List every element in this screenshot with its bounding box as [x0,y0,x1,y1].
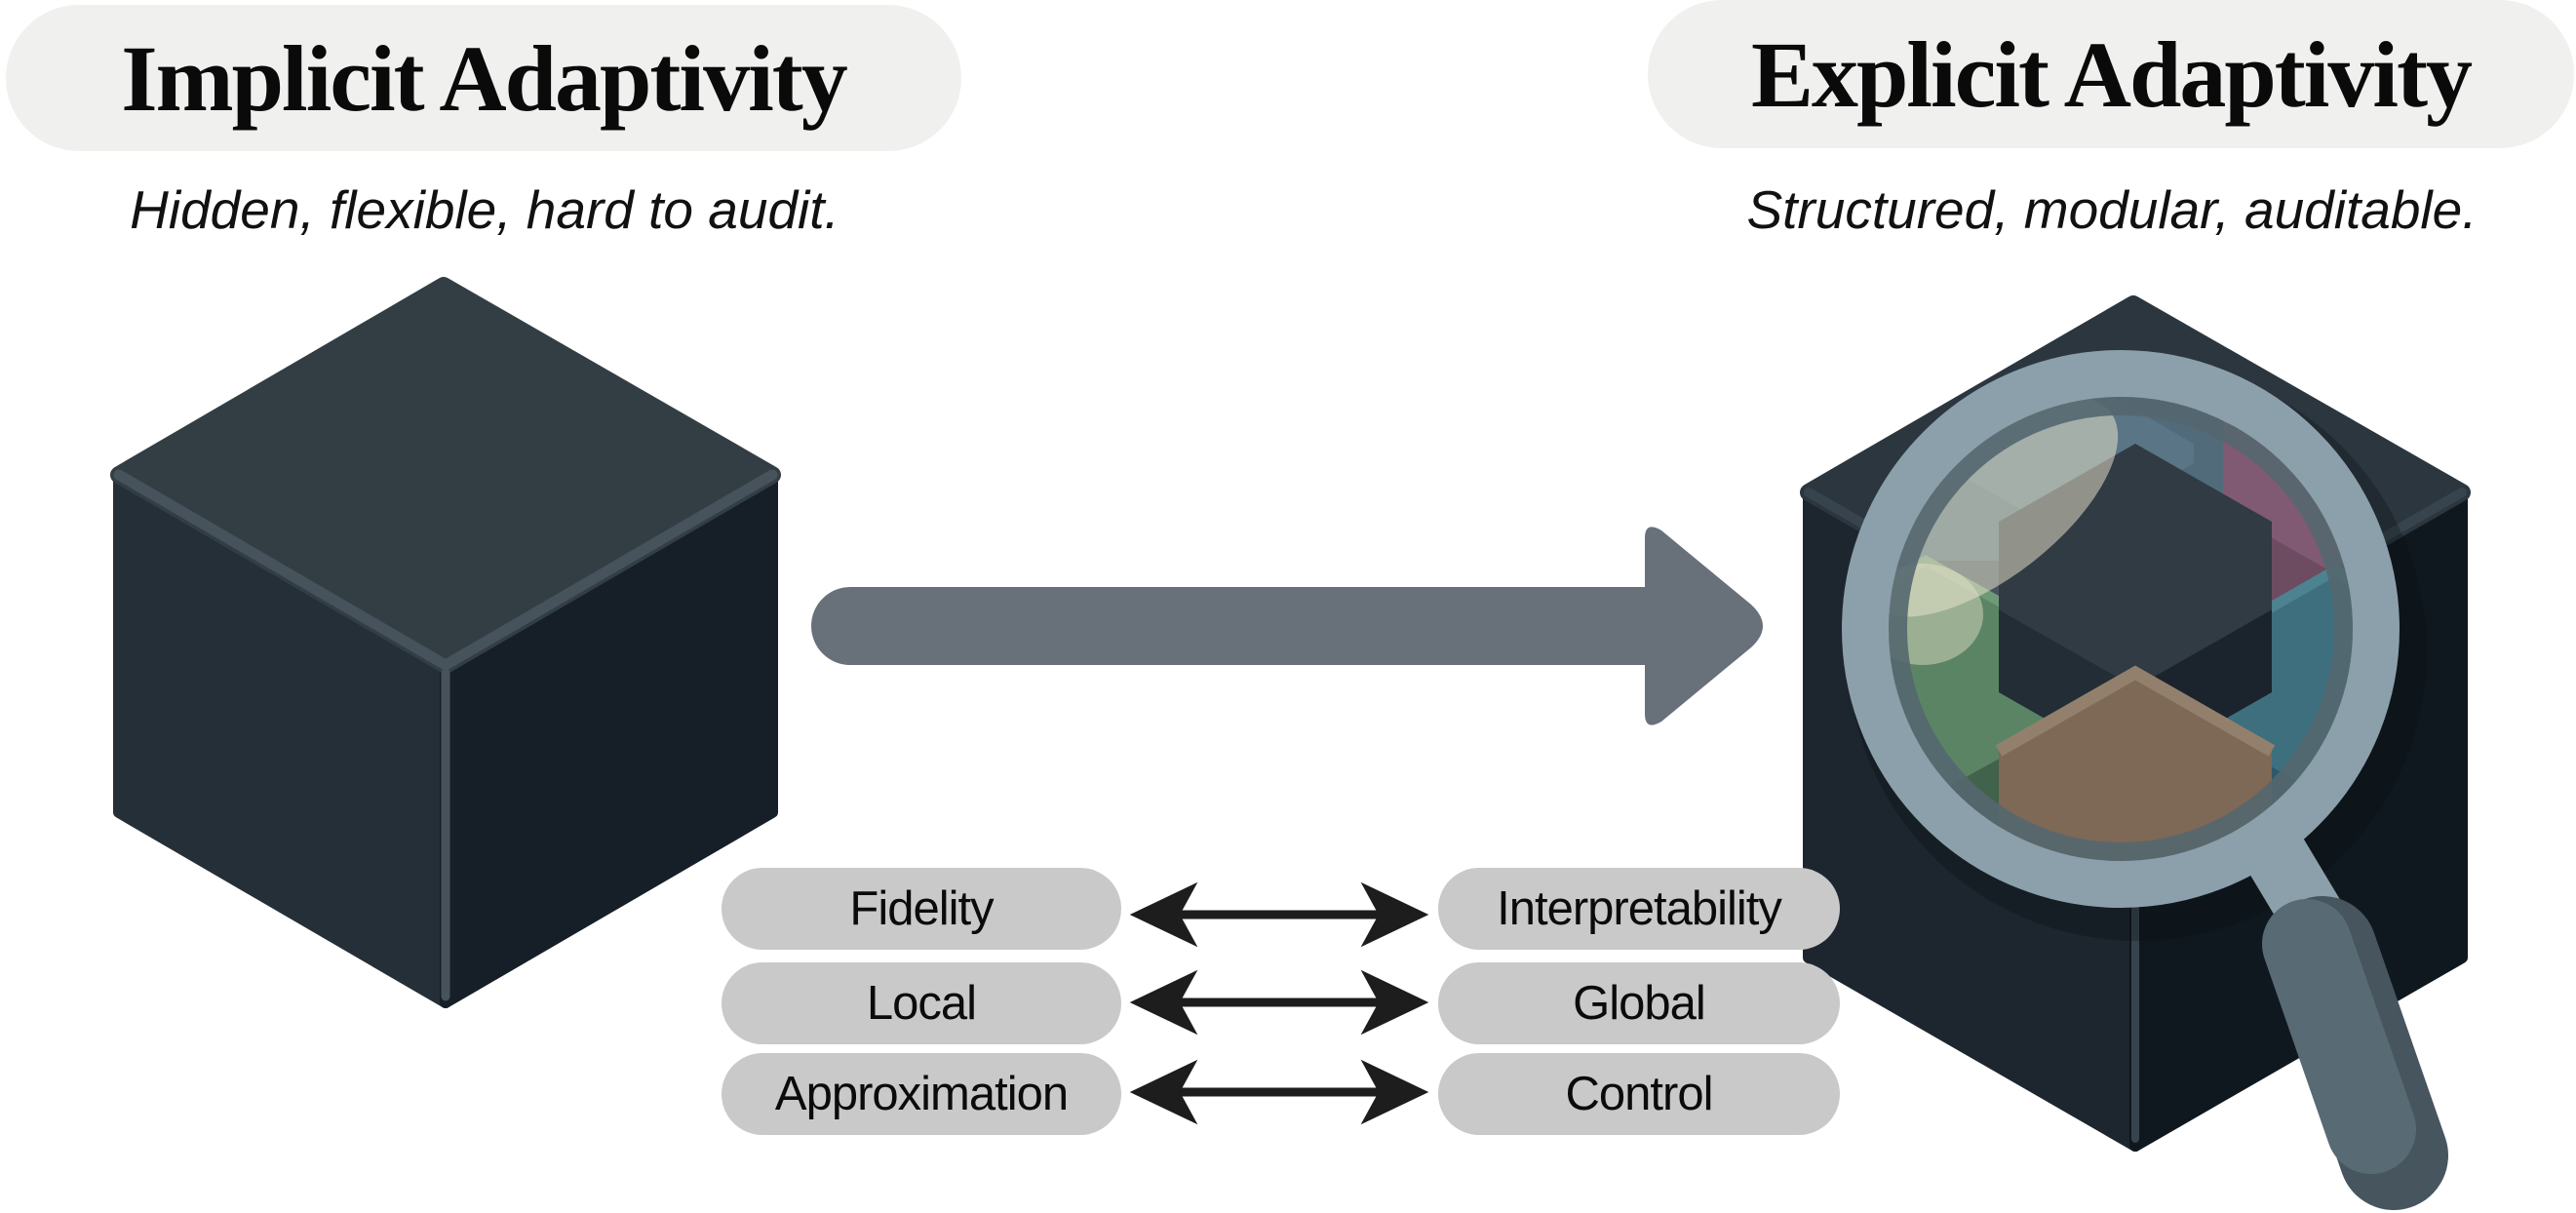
lens-rim [1842,350,2400,908]
tradeoff-pill-global: Global [1438,962,1840,1044]
magnifier-modular-cube-icon [1800,295,2471,1210]
tradeoff-pill-fidelity: Fidelity [722,868,1121,950]
lens-glare [1889,397,2119,617]
tradeoff-arrow-row-2 [1129,969,1429,1036]
explicit-title-pill: Explicit Adaptivity [1648,0,2574,148]
tradeoff-arrow-row-3 [1129,1059,1429,1125]
cube-bevel-edges [113,469,778,671]
tradeoff-pill-interpretability: Interpretability [1438,868,1840,950]
implicit-title-pill: Implicit Adaptivity [6,5,961,151]
explicit-title: Explicit Adaptivity [1750,21,2473,127]
tradeoff-pill-local: Local [722,962,1121,1044]
tradeoff-pill-control: Control [1438,1053,1840,1135]
lens-inner-ring [1889,397,2353,861]
tradeoff-arrows [1129,881,1429,1125]
explicit-subtitle: Structured, modular, auditable. [1746,179,2478,240]
tradeoff-arrow-row-1 [1129,881,1429,948]
right-arrow-icon [811,527,1763,725]
arrow-shape [811,527,1763,725]
implicit-title: Implicit Adaptivity [121,25,847,131]
black-box-cube-icon [110,277,781,1008]
magnifier-handle [2240,816,2448,1210]
implicit-subtitle: Hidden, flexible, hard to audit. [130,179,839,240]
tradeoff-pill-approximation: Approximation [722,1053,1121,1135]
